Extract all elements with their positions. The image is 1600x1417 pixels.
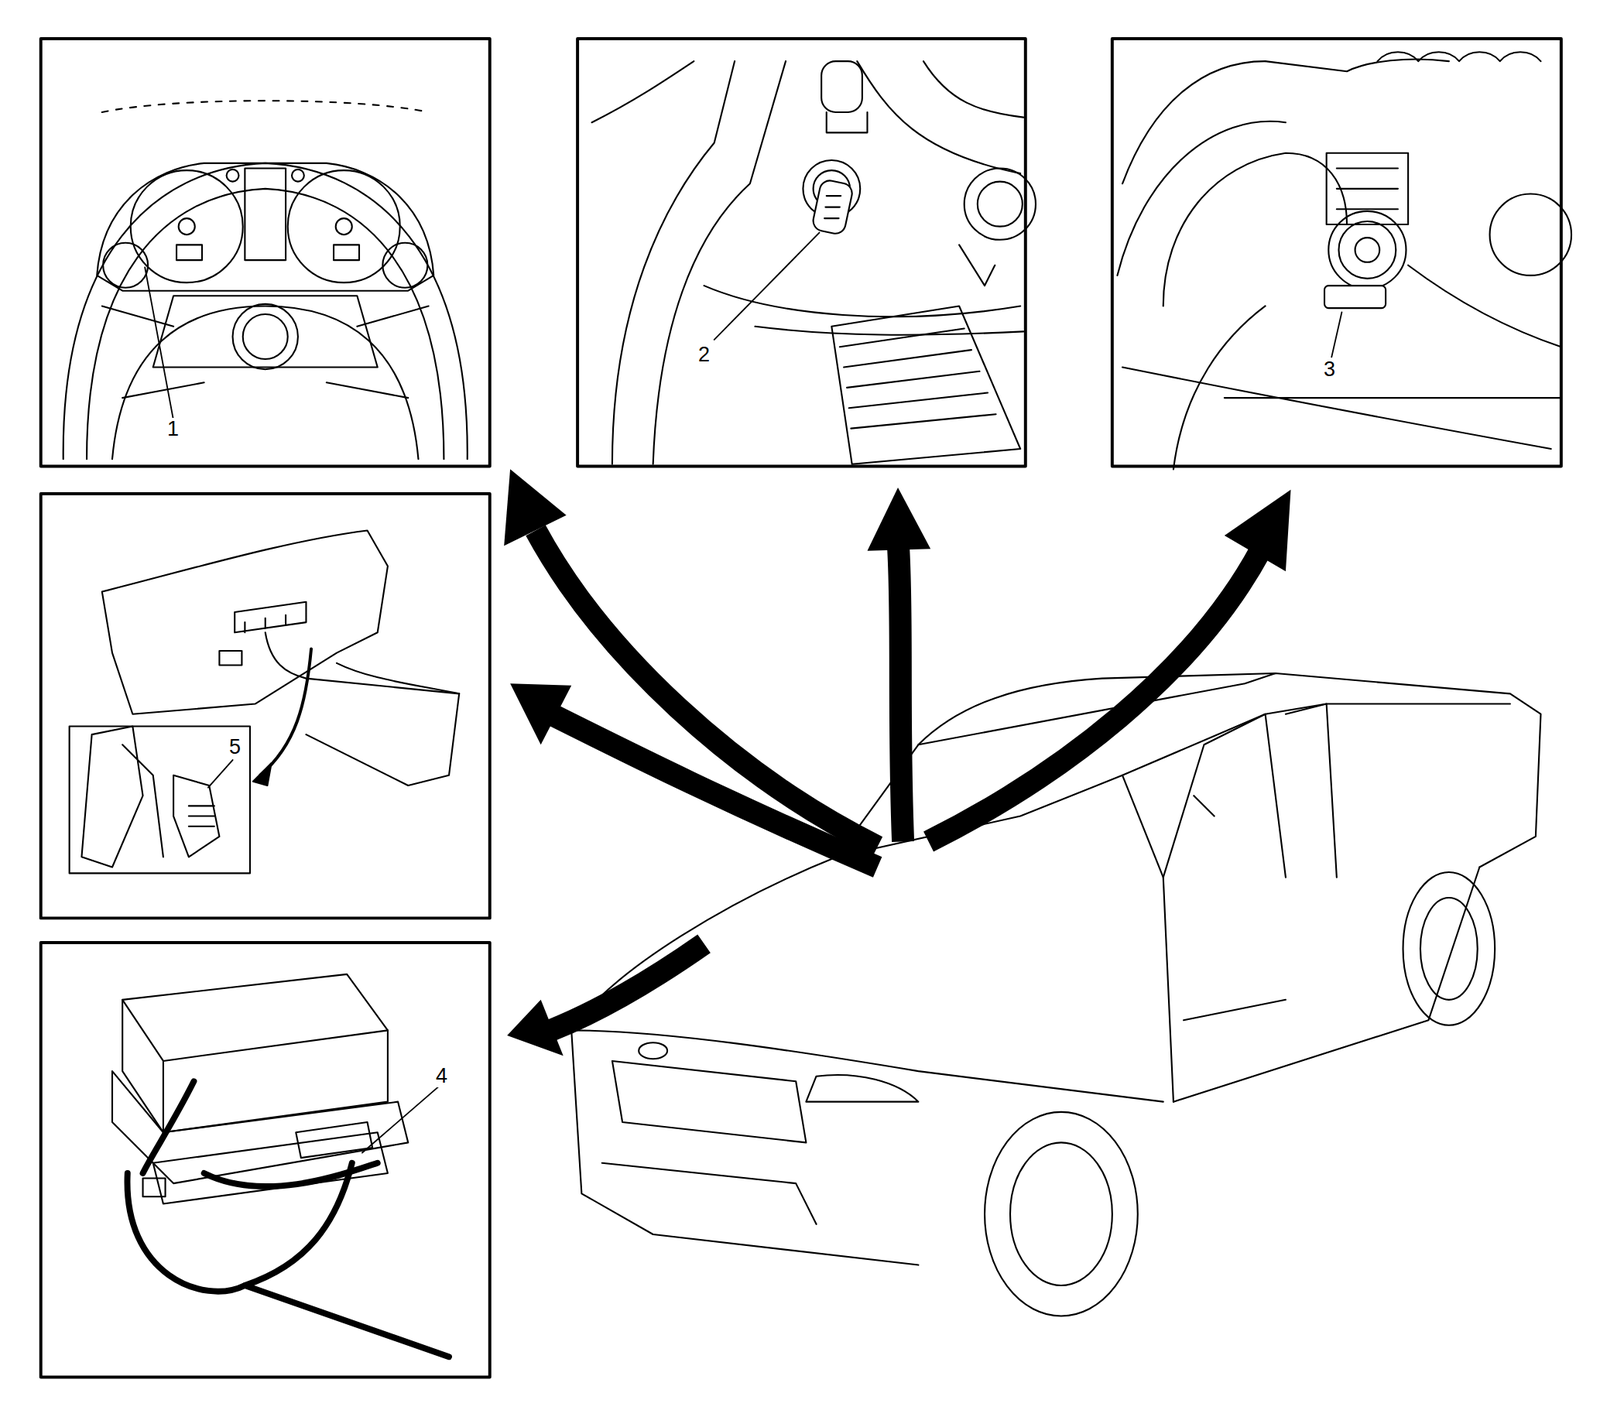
pointer-arrow <box>535 530 1261 1031</box>
dashboard-module <box>69 530 460 874</box>
callout-number: 2 <box>696 343 712 367</box>
callout-number: 1 <box>165 417 181 441</box>
instrument-cluster <box>63 100 468 460</box>
immobiliser-coil <box>1116 51 1572 470</box>
arrow-head <box>503 469 1291 1056</box>
callout-number: 3 <box>1322 358 1337 381</box>
panel-frame <box>41 493 490 919</box>
panel-frame <box>41 942 490 1378</box>
fuse-box-module <box>112 974 449 1357</box>
panel-frame <box>41 38 490 466</box>
panel-frame <box>577 38 1026 466</box>
callout-number: 5 <box>227 736 243 759</box>
callout-number: 4 <box>434 1065 449 1088</box>
ignition-key <box>592 61 1036 465</box>
